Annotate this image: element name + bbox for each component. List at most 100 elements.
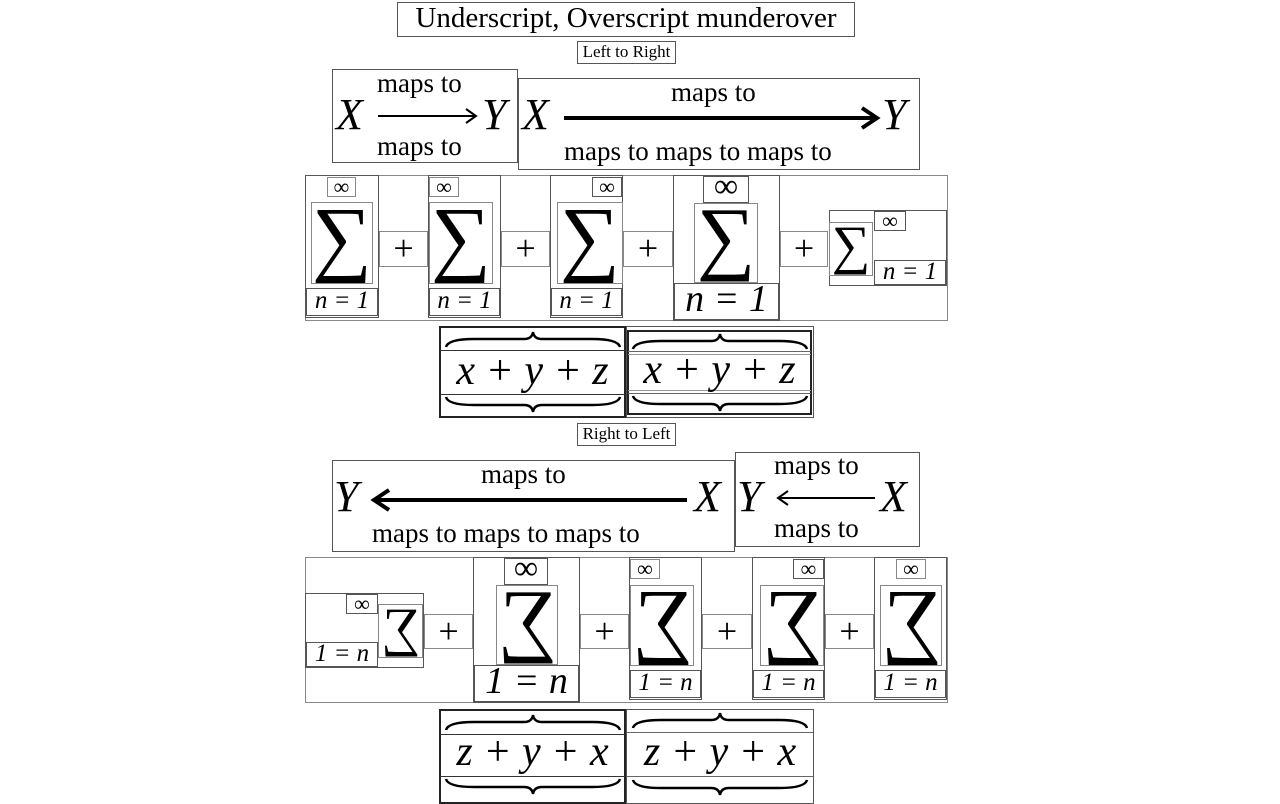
- ltr-brace-box-2: [626, 326, 814, 418]
- ltr-sum-4: [673, 175, 780, 321]
- sum-under: 1 = n: [761, 669, 816, 696]
- plus-box: [702, 614, 752, 649]
- underbrace-icon: [444, 778, 622, 795]
- sigma-icon: ∑: [696, 191, 756, 282]
- sum-under-box: [874, 260, 946, 285]
- divider: [627, 776, 813, 777]
- sum-over-box: [703, 176, 749, 203]
- sigma-mirrored-icon: ∑: [762, 573, 822, 666]
- plus-box: [825, 614, 874, 649]
- brace-expression: x + y + z: [456, 348, 609, 394]
- rtl-sum-5: [874, 557, 947, 700]
- rtl-arrow-small-under: maps to: [774, 513, 859, 543]
- infinity-icon: ∞: [354, 591, 370, 616]
- infinity-icon: ∞: [436, 174, 452, 199]
- ltr-arrow-small-left: X: [336, 90, 363, 139]
- sum-under: 1 = n: [638, 669, 693, 696]
- sum-operator-box: [496, 585, 558, 665]
- divider: [627, 732, 813, 733]
- sum-operator-box: [760, 585, 824, 666]
- section-heading-box-rtl: [577, 423, 676, 446]
- sigma-mirrored-icon: ∑: [881, 573, 941, 666]
- overbrace-icon: [631, 712, 809, 729]
- infinity-icon: ∞: [903, 556, 919, 581]
- section-heading-ltr: Left to Right: [582, 42, 671, 61]
- infinity-icon: ∞: [637, 556, 653, 581]
- plus-sign: +: [393, 228, 414, 268]
- sum-under-box: [306, 288, 378, 316]
- divider: [628, 354, 811, 355]
- sum-under-box: [753, 670, 824, 698]
- brace-expression: z + y + x: [643, 729, 797, 775]
- sigma-mirrored-icon: ∑: [632, 573, 692, 666]
- sum-over-box: [874, 211, 906, 231]
- ltr-arrow-large-right: Y: [882, 90, 907, 139]
- rtl-sum-2: [473, 557, 580, 703]
- brace-expression: z + y + x: [456, 729, 609, 775]
- ltr-arrow-large-left: X: [522, 90, 549, 139]
- divider: [628, 351, 811, 352]
- overbrace-icon: [631, 333, 809, 350]
- plus-sign: +: [637, 228, 659, 268]
- plus-sign: +: [438, 611, 459, 651]
- right-arrow-icon: [564, 106, 881, 130]
- plus-box: [580, 614, 629, 649]
- page-title: Underscript, Overscript munderover: [415, 2, 837, 34]
- sum-operator-box: [694, 203, 758, 283]
- sum-over-box: [429, 177, 459, 197]
- ltr-arrow-small: [332, 69, 518, 163]
- divider: [440, 734, 625, 735]
- ltr-arrow-small-under: maps to: [377, 131, 462, 161]
- sigma-icon: ∑: [431, 191, 491, 284]
- divider: [628, 390, 811, 391]
- infinity-icon: ∞: [882, 208, 898, 233]
- sum-under: 1 = n: [485, 660, 568, 702]
- underbrace-icon: [444, 396, 622, 413]
- ltr-sum-1: [305, 175, 379, 318]
- ltr-sum-2: [428, 175, 501, 318]
- sum-under-box: [429, 288, 500, 316]
- plus-sign: +: [793, 228, 815, 268]
- ltr-arrow-large-under: maps to maps to maps to: [564, 136, 832, 166]
- rtl-arrow-small: [735, 452, 920, 547]
- sum-over-box: [793, 559, 824, 579]
- ltr-arrow-small-over: maps to: [377, 68, 462, 98]
- divider: [440, 350, 625, 351]
- divider: [440, 394, 625, 395]
- ltr-brace-box-1: [439, 326, 626, 418]
- sum-over-box: [630, 559, 660, 579]
- left-arrow-icon: [370, 488, 687, 512]
- sum-over-box: [327, 177, 356, 197]
- sum-under-box: [474, 665, 579, 702]
- plus-box: [501, 231, 550, 267]
- ltr-arrow-large-over: maps to: [671, 77, 756, 107]
- sum-operator-box: [429, 202, 493, 284]
- infinity-icon: ∞: [599, 174, 615, 199]
- overbrace-icon: [444, 331, 622, 348]
- plus-box: [623, 231, 673, 267]
- sum-over-box: [592, 177, 622, 197]
- rtl-arrow-large-under: maps to maps to maps to: [372, 518, 640, 548]
- plus-box: [780, 231, 828, 267]
- plus-box: [424, 614, 473, 649]
- sum-under-box: [875, 670, 946, 698]
- sum-under-box: [674, 283, 779, 320]
- rtl-arrow-small-over: maps to: [774, 450, 859, 480]
- divider: [440, 776, 625, 777]
- sum-under: 1 = n: [883, 669, 938, 696]
- left-arrow-icon: [776, 490, 875, 506]
- rtl-sum-1: [305, 593, 424, 668]
- sum-under: n = 1: [437, 287, 492, 314]
- infinity-icon: ∞: [513, 550, 539, 587]
- sigma-icon: ∑: [831, 215, 871, 275]
- sum-under-box: [630, 670, 701, 698]
- sum-under: n = 1: [685, 278, 768, 320]
- section-heading-rtl: Right to Left: [582, 424, 671, 443]
- brace-expression: x + y + z: [643, 347, 796, 393]
- sigma-icon: ∑: [312, 191, 372, 284]
- plus-sign: +: [716, 611, 738, 651]
- sum-under: n = 1: [559, 287, 614, 314]
- sigma-mirrored-icon: ∑: [497, 573, 557, 664]
- underbrace-icon: [631, 395, 809, 412]
- rtl-sum-4: [752, 557, 825, 700]
